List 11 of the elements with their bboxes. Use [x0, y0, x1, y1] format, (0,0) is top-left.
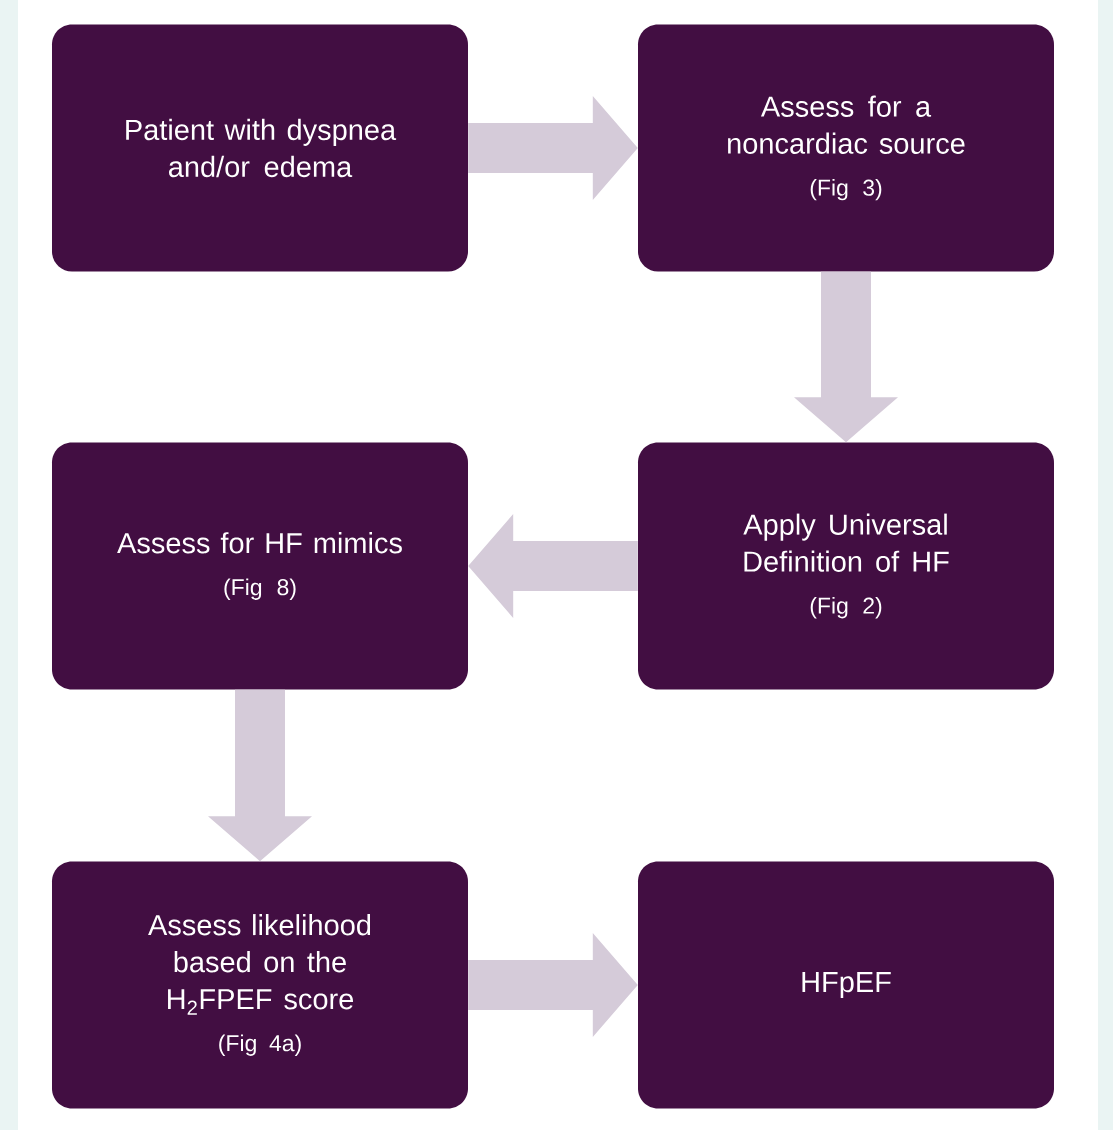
- process-box: Assess for HF mimics (Fig 8): [52, 442, 468, 690]
- block-arrow: [208, 689, 312, 862]
- block-arrow: [468, 514, 638, 618]
- process-box: HFpEF: [638, 861, 1054, 1109]
- process-box: Apply Universal Definition of HF (Fig 2): [638, 442, 1054, 690]
- block-arrow: [468, 96, 638, 200]
- process-box: Assess likelihood based on the H$_{2}$FPEF score (Fig 4a): [52, 861, 468, 1109]
- block-arrow: [794, 271, 898, 443]
- process-box: Patient with dyspnea and/or edema: [52, 24, 468, 272]
- block-arrow: [468, 933, 638, 1037]
- process-box: Assess for a noncardiac source (Fig 3): [638, 24, 1054, 272]
